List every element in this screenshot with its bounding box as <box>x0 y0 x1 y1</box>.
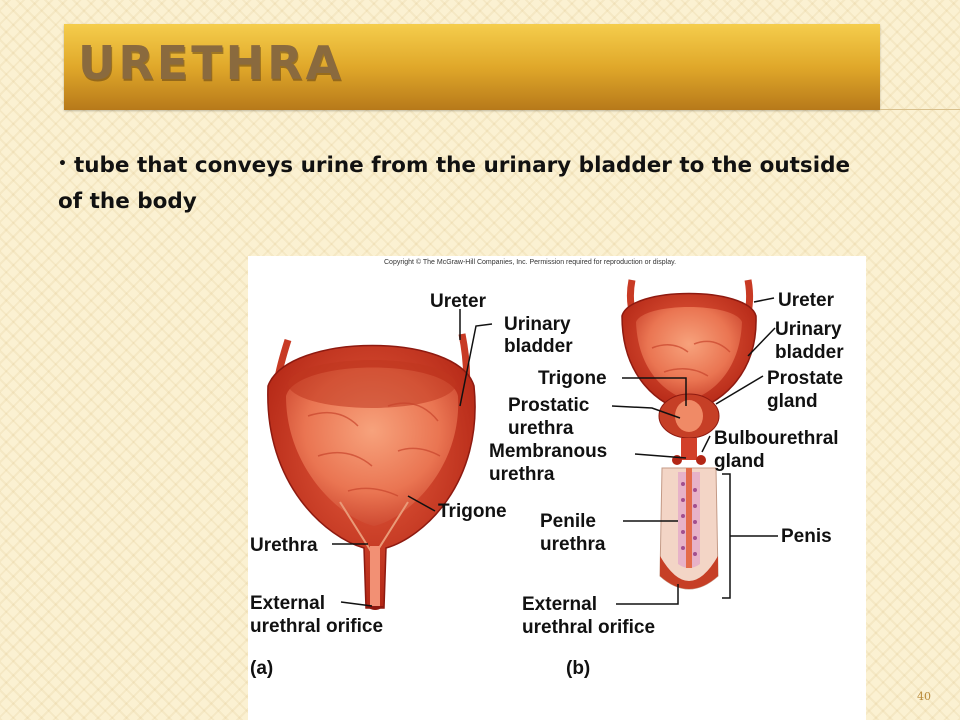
label-a-urinary: Urinary <box>504 314 571 335</box>
label-b-bladder: bladder <box>775 342 844 363</box>
label-b-membranous-urethra: urethra <box>489 464 555 485</box>
label-a-external: External <box>250 593 325 614</box>
label-b-membranous: Membranous <box>489 441 607 462</box>
leader-lines <box>332 297 778 607</box>
bladder-a-drawing <box>267 333 476 610</box>
label-b-prostatic: Prostatic <box>508 395 590 416</box>
label-b-ureter: Ureter <box>778 290 835 311</box>
label-a-urethral-orifice: urethral orifice <box>250 616 383 637</box>
label-a-trigone: Trigone <box>438 501 507 522</box>
label-b-urethral-orifice: urethral orifice <box>522 617 655 638</box>
bullet-text: tube that conveys urine from the urinary… <box>58 153 851 214</box>
label-b-penile-urethra: urethra <box>540 534 606 555</box>
urethra-figure: Copyright © The McGraw-Hill Companies, I… <box>248 256 866 720</box>
panel-a-tag: (a) <box>250 658 273 679</box>
label-b-external: External <box>522 594 597 615</box>
label-b-prostate-gland: gland <box>767 391 818 412</box>
label-a-bladder: bladder <box>504 336 573 357</box>
bullet-icon: • <box>58 156 67 172</box>
label-b-penile: Penile <box>540 511 596 532</box>
bladder-b-drawing <box>621 279 757 590</box>
slide-title: URETHRA <box>78 36 345 90</box>
label-b-prostatic-urethra: urethra <box>508 418 574 439</box>
anatomy-diagram: Copyright © The McGraw-Hill Companies, I… <box>250 258 844 679</box>
title-divider <box>880 109 960 110</box>
label-b-prostate: Prostate <box>767 368 843 389</box>
label-b-bulbourethral-gland: gland <box>714 451 765 472</box>
label-b-urinary: Urinary <box>775 319 842 340</box>
label-a-urethra: Urethra <box>250 535 318 556</box>
title-bar: URETHRA <box>64 24 880 110</box>
page-number: 40 <box>917 690 931 703</box>
label-b-bulbourethral: Bulbourethral <box>714 428 839 449</box>
panel-b-tag: (b) <box>566 658 590 679</box>
label-b-trigone: Trigone <box>538 368 607 389</box>
label-b-penis: Penis <box>781 526 832 547</box>
bullet-point: •tube that conveys urine from the urinar… <box>58 146 878 220</box>
label-a-ureter: Ureter <box>430 291 487 312</box>
copyright-notice: Copyright © The McGraw-Hill Companies, I… <box>384 258 676 266</box>
